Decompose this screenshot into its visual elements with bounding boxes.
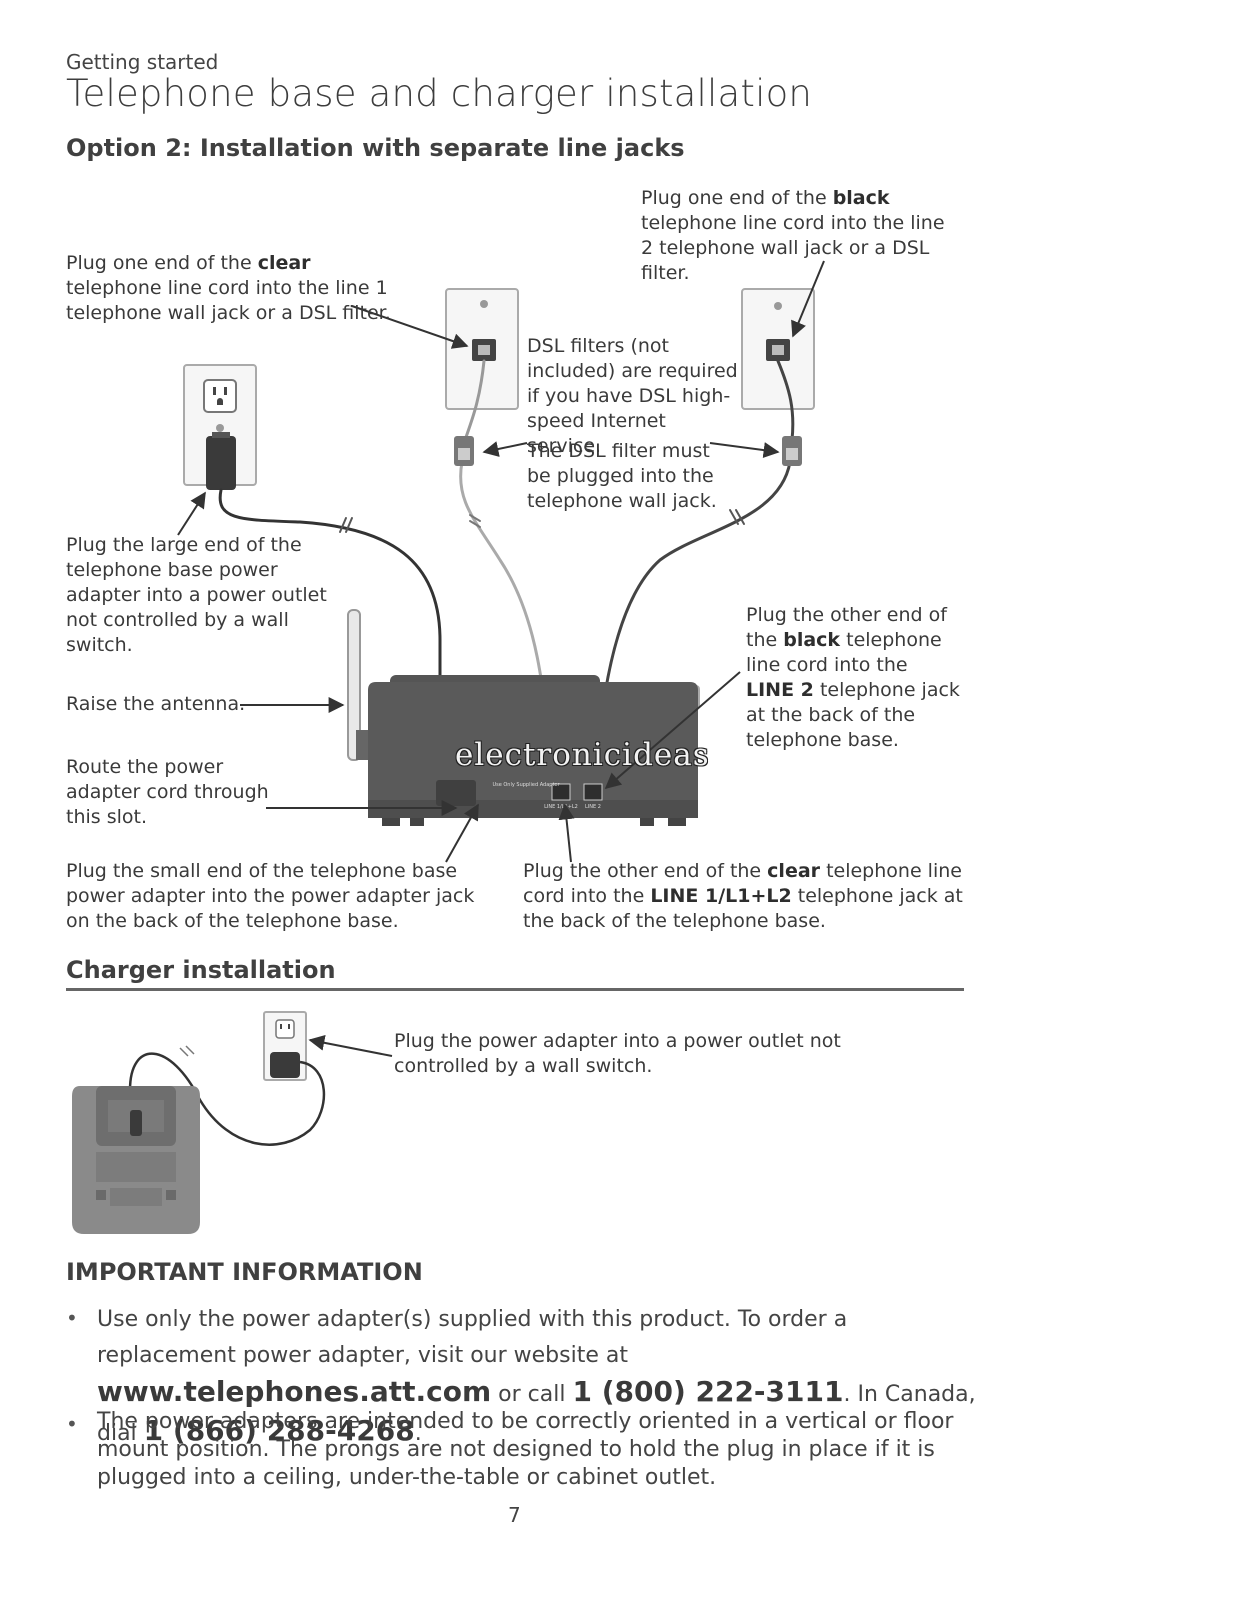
callout-clear-cord: Plug one end of the clear telephone line… (66, 252, 391, 324)
page-title: Telephone base and charger installation (66, 72, 813, 115)
line2-jack-label: LINE 2 (585, 804, 601, 810)
website-link[interactable]: www.telephones.att.com (97, 1375, 492, 1408)
callout-black-other-end: Plug the other end of the black telephon… (746, 604, 960, 751)
watermark: electronicideas (455, 737, 710, 773)
charger-heading: Charger installation (66, 956, 336, 984)
callout-power-small-end: Plug the small end of the telephone base… (66, 860, 475, 932)
callout-power-large-end: Plug the large end of the telephone base… (66, 534, 327, 656)
wall-jack-line2 (741, 288, 815, 410)
callout-dsl-required: DSL filters (not included) are required … (527, 335, 738, 457)
callout-charger: Plug the power adapter into a power outl… (394, 1030, 841, 1077)
bullet-marker: • (66, 1306, 78, 1330)
wall-jack-line1 (445, 288, 519, 410)
callout-black-cord: Plug one end of the black telephone line… (641, 187, 945, 284)
callout-antenna: Raise the antenna. (66, 693, 246, 715)
option-heading: Option 2: Installation with separate lin… (66, 134, 685, 162)
adapter-note-label: Use Only Supplied Adapter (492, 782, 560, 788)
important-bullet-orientation: The power adapters are intended to be co… (97, 1409, 954, 1490)
phone-us: 1 (800) 222-3111 (572, 1375, 844, 1408)
charger-outlet (263, 1011, 307, 1081)
bullet-marker: • (66, 1412, 78, 1436)
callout-route-cord: Route the power adapter cord through thi… (66, 756, 269, 828)
charger-callout-arrow (308, 1034, 393, 1057)
important-heading: IMPORTANT INFORMATION (66, 1258, 423, 1286)
power-outlet (183, 364, 257, 486)
callout-clear-other-end: Plug the other end of the clear telephon… (523, 860, 963, 932)
callout-arrows (177, 260, 825, 863)
dsl-filter-line2 (782, 436, 802, 466)
important-bullet-adapter: Use only the power adapter(s) supplied w… (97, 1307, 976, 1447)
dsl-filter-line1 (454, 436, 474, 466)
page-number: 7 (508, 1503, 521, 1527)
telephone-base: Use Only Supplied Adapter LINE 1/L1+L2 L… (347, 609, 700, 826)
section-divider (66, 988, 964, 991)
power-adapter (206, 432, 236, 490)
line1-jack-label: LINE 1/L1+L2 (544, 804, 578, 810)
charger-cradle (72, 1086, 200, 1234)
callout-dsl-plugged: The DSL filter must be plugged into the … (527, 440, 717, 512)
section-label: Getting started (66, 50, 219, 74)
phone-canada: 1 (866) 288-4268 (143, 1414, 415, 1447)
